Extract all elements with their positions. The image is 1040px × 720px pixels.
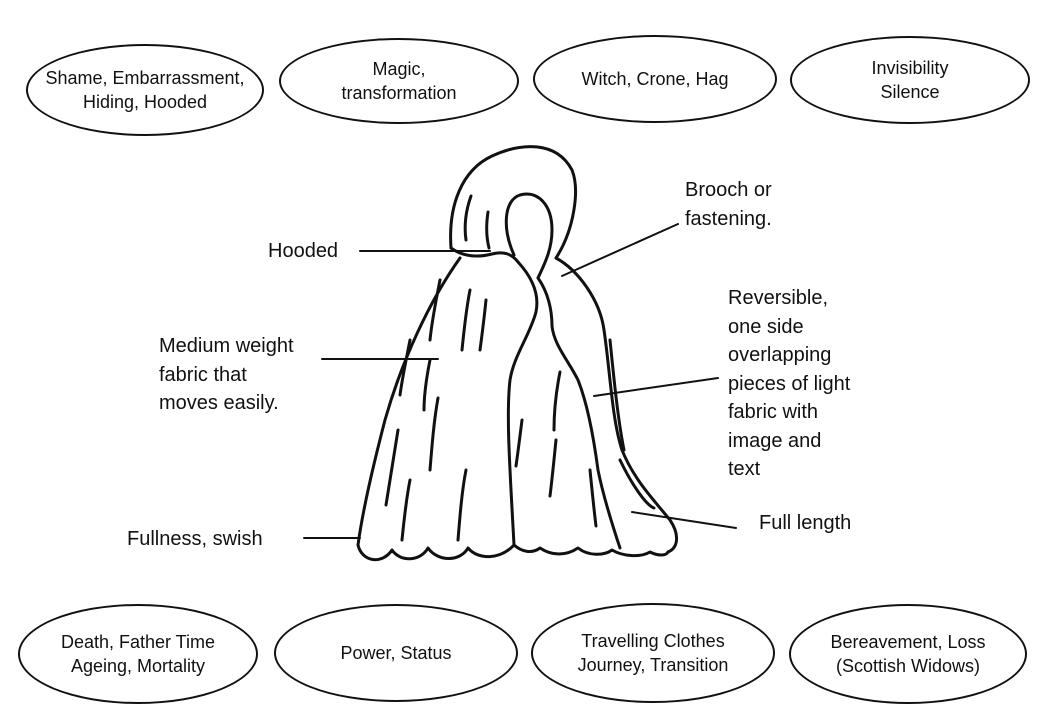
leader-brooch <box>561 223 679 277</box>
leader-full-length <box>631 511 737 529</box>
cloak-hood-opening <box>504 192 554 280</box>
theme-witch: Witch, Crone, Hag <box>533 35 777 123</box>
label-reversible: Reversible, one side overlapping pieces … <box>728 287 851 480</box>
label-brooch: Brooch or fastening. <box>685 179 772 230</box>
theme-travelling: Travelling Clothes Journey, Transition <box>531 603 775 703</box>
label-fullness: Fullness, swish <box>127 528 263 550</box>
label-hooded: Hooded <box>268 240 339 262</box>
cloak-hood-fold <box>485 210 491 250</box>
cloak-right-front-edge <box>536 276 622 550</box>
cloak-left-front-edge <box>506 260 539 547</box>
cloak-hem <box>356 543 670 561</box>
cloak-left-outline <box>356 256 462 547</box>
theme-bereavement: Bereavement, Loss (Scottish Widows) <box>789 604 1027 704</box>
cloak-neckline <box>449 246 520 264</box>
cloak-hood-fold-2 <box>463 194 473 242</box>
label-fabric: Medium weight fabric that moves easily. <box>159 335 294 414</box>
theme-death: Death, Father Time Ageing, Mortality <box>18 604 258 704</box>
theme-magic: Magic, transformation <box>279 38 519 124</box>
theme-shame: Shame, Embarrassment, Hiding, Hooded <box>26 44 264 136</box>
leader-reversible <box>593 377 719 397</box>
label-full-length: Full length <box>759 512 852 534</box>
theme-power: Power, Status <box>274 604 518 702</box>
theme-invisibility: Invisibility Silence <box>790 36 1030 124</box>
cloak-right-outline <box>554 256 678 554</box>
cloak-hood-outline <box>449 145 577 260</box>
